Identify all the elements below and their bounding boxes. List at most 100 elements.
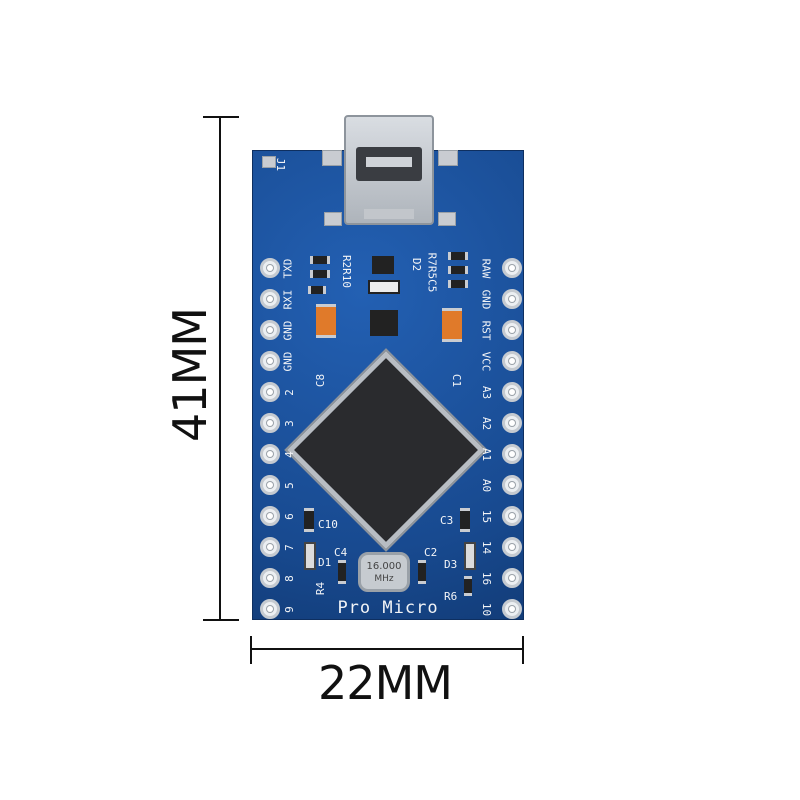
left-pin-hole-6 <box>260 413 280 433</box>
resistor-r2 <box>310 256 330 264</box>
resistor-r10 <box>310 270 330 278</box>
height-dimension-label: 41MM <box>163 308 217 442</box>
right-pin-label: RAW <box>479 258 493 279</box>
tantalum-capacitor-c8 <box>316 304 336 338</box>
capacitor-c2 <box>418 560 426 584</box>
left-pin-label: GND <box>281 320 295 341</box>
left-pin-hole-1 <box>260 258 280 278</box>
right-pin-label: RST <box>479 320 493 341</box>
d2-label: D2 <box>410 257 424 272</box>
led-d1 <box>304 542 316 570</box>
led-d3 <box>464 542 476 570</box>
usb-mount-pad-right <box>438 150 458 166</box>
height-dimension-line <box>219 116 221 620</box>
resistor-r6 <box>464 576 472 596</box>
right-pin-label: A1 <box>480 447 494 462</box>
left-pin-hole-12 <box>260 599 280 619</box>
usb-connector <box>344 115 434 225</box>
right-pin-labels: RAW GND RST VCC A3 A2 A1 A0 15 14 16 10 <box>478 258 498 618</box>
r7r5c5-label: R7R5C5 <box>425 252 439 293</box>
left-pin-label: 9 <box>282 606 296 613</box>
height-dimension-top-tick <box>203 116 239 118</box>
c3-label: C3 <box>440 514 454 527</box>
right-pin-label: 14 <box>480 540 494 555</box>
width-dimension-line <box>250 648 524 650</box>
j1-jumper-pad <box>262 156 276 168</box>
left-pin-hole-5 <box>260 382 280 402</box>
right-pin-hole-11 <box>502 568 522 588</box>
left-pin-label: GND <box>281 351 295 372</box>
usb-mount-pad-left <box>322 150 342 166</box>
right-pin-hole-4 <box>502 351 522 371</box>
usb-mount-pad-right-low <box>438 212 456 226</box>
right-pin-label: 10 <box>480 602 494 617</box>
diode-d2 <box>368 280 400 294</box>
left-pin-label: 8 <box>282 575 296 582</box>
width-dimension-right-tick <box>522 636 524 664</box>
r6-label: R6 <box>444 590 458 603</box>
j1-label: J1 <box>274 157 288 172</box>
capacitor-c3 <box>460 508 470 532</box>
right-pin-hole-1 <box>502 258 522 278</box>
c2-label: C2 <box>424 546 438 559</box>
crystal-oscillator: 16.000 MHz <box>358 552 410 592</box>
capacitor-c10 <box>304 508 314 532</box>
right-pin-label: A3 <box>480 385 494 400</box>
resistor-r5 <box>448 266 468 274</box>
left-pin-hole-8 <box>260 475 280 495</box>
regulator-chip <box>372 256 394 274</box>
left-pin-hole-10 <box>260 537 280 557</box>
pro-micro-board: J1 R2R10 R7R5C5 D2 C8 C1 C10 C3 D1 C4 R4… <box>252 150 524 620</box>
right-pin-label: A0 <box>480 478 494 493</box>
resistor-r7 <box>448 252 468 260</box>
left-pin-label: RXI <box>281 289 295 310</box>
usb-mount-pad-left-low <box>324 212 342 226</box>
left-pin-label: 3 <box>282 420 296 427</box>
right-pin-hole-9 <box>502 506 522 526</box>
c10-label: C10 <box>318 518 338 531</box>
c8-label: C8 <box>314 373 328 388</box>
height-dimension-bottom-tick <box>203 619 239 621</box>
right-pin-hole-2 <box>502 289 522 309</box>
right-pin-label: VCC <box>479 351 493 372</box>
left-pin-hole-2 <box>260 289 280 309</box>
left-pin-label: 4 <box>282 451 296 458</box>
left-pin-column <box>260 258 280 619</box>
right-pin-hole-6 <box>502 413 522 433</box>
capacitor-c4 <box>338 560 346 584</box>
regulator-ic <box>370 310 398 336</box>
crystal-frequency: 16.000 <box>366 561 402 572</box>
right-pin-label: GND <box>479 289 493 310</box>
left-pin-label: 2 <box>282 389 296 396</box>
left-pin-label: 5 <box>282 482 296 489</box>
width-dimension-label: 22MM <box>318 656 453 710</box>
right-pin-hole-5 <box>502 382 522 402</box>
right-pin-hole-8 <box>502 475 522 495</box>
tantalum-capacitor-c1 <box>442 308 462 342</box>
usb-port-tongue <box>366 157 412 167</box>
right-pin-label: 16 <box>480 571 494 586</box>
crystal-unit: MHz <box>374 574 394 584</box>
left-pin-hole-4 <box>260 351 280 371</box>
d1-label: D1 <box>318 556 332 569</box>
d3-label: D3 <box>444 558 458 571</box>
right-pin-label: 15 <box>480 509 494 524</box>
board-name-label: Pro Micro <box>337 598 439 618</box>
c1-label: C1 <box>450 373 464 388</box>
left-pin-label: 7 <box>282 544 296 551</box>
width-dimension-left-tick <box>250 636 252 664</box>
right-pin-hole-3 <box>502 320 522 340</box>
resistor-left-mid <box>308 286 326 294</box>
left-pin-hole-3 <box>260 320 280 340</box>
usb-bottom-pins <box>364 209 414 219</box>
right-pin-column <box>502 258 522 619</box>
left-pin-hole-11 <box>260 568 280 588</box>
right-pin-hole-12 <box>502 599 522 619</box>
left-pin-label: TXD <box>281 258 295 279</box>
capacitor-c5 <box>448 280 468 288</box>
left-pin-label: 6 <box>282 513 296 520</box>
r4-label: R4 <box>314 581 328 596</box>
right-pin-hole-10 <box>502 537 522 557</box>
r2r10-label: R2R10 <box>340 254 354 289</box>
left-pin-hole-7 <box>260 444 280 464</box>
